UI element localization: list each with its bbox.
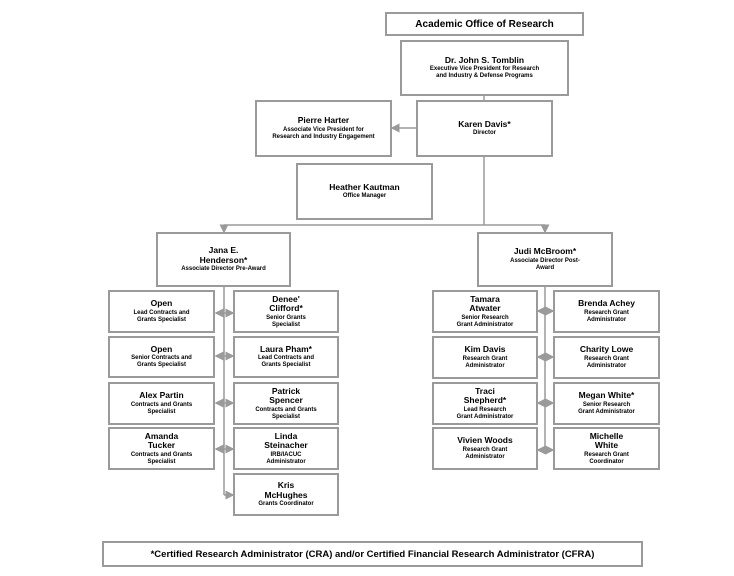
person-title: Director	[472, 130, 496, 137]
box-post-award-right-3: Megan White* Senior Research Grant Admin…	[553, 382, 660, 425]
box-pre-award-left-3: Alex Partin Contracts and Grants Special…	[108, 382, 215, 425]
header-title: Academic Office of Research	[415, 18, 554, 30]
person-title: Lead Research Grant Administrator	[456, 406, 514, 420]
person-name: Charity Lowe	[579, 344, 634, 355]
person-name: Amanda Tucker	[144, 430, 179, 450]
person-title: IRB/IACUC Administrator	[266, 451, 306, 465]
footnote-text: *Certified Research Administrator (CRA) …	[150, 548, 595, 560]
box-mcbroom: Judi McBroom* Associate Director Post-Aw…	[477, 232, 613, 287]
box-harter: Pierre Harter Associate Vice President f…	[255, 100, 392, 157]
person-name: Judi McBroom*	[513, 246, 577, 257]
person-title: Contracts and Grants Specialist	[130, 451, 193, 465]
person-name: Michelle White	[589, 430, 624, 450]
person-name: Megan White*	[578, 390, 635, 401]
person-name: Linda Steinacher	[264, 430, 308, 450]
person-name: Dr. John S. Tomblin	[444, 54, 525, 65]
box-post-award-right-4: Michelle White Research Grant Coordinato…	[553, 427, 660, 470]
person-title: Grants Coordinator	[258, 501, 314, 507]
box-pre-award-right-5: Kris McHughes Grants Coordinator	[233, 473, 339, 516]
org-chart-header: Academic Office of Research	[385, 12, 584, 36]
box-davis: Karen Davis* Director	[416, 100, 553, 157]
person-title: Contracts and Grants Specialist	[255, 406, 317, 420]
person-title: Contracts and Grants Specialist	[130, 401, 193, 415]
box-pre-award-right-3: Patrick Spencer Contracts and Grants Spe…	[233, 382, 339, 425]
person-title: Senior Research Grant Administrator	[456, 314, 514, 328]
person-title: Lead Contracts and Grants Specialist	[257, 355, 314, 369]
person-title: Research Grant Coordinator	[584, 451, 629, 465]
box-post-award-right-2: Charity Lowe Research Grant Administrato…	[553, 336, 660, 379]
person-title: Senior Research Grant Administrator	[578, 401, 635, 415]
person-name: Vivien Woods	[457, 435, 513, 446]
person-title: Senior Grants Specialist	[266, 314, 306, 328]
box-pre-award-right-4: Linda Steinacher IRB/IACUC Administrator	[233, 427, 339, 470]
person-name: Karen Davis*	[458, 118, 511, 129]
box-tomblin: Dr. John S. Tomblin Executive Vice Presi…	[400, 40, 569, 96]
box-henderson: Jana E. Henderson* Associate Director Pr…	[156, 232, 291, 287]
person-title: Associate Vice President for Research an…	[272, 126, 375, 140]
person-name: Denee' Clifford*	[269, 293, 303, 313]
footnote-box: *Certified Research Administrator (CRA) …	[102, 541, 643, 567]
person-name: Kris McHughes	[264, 480, 308, 500]
box-pre-award-right-1: Denee' Clifford* Senior Grants Specialis…	[233, 290, 339, 333]
person-name: Kim Davis	[464, 344, 506, 355]
person-title: Executive Vice President for Research an…	[429, 66, 540, 80]
person-name: Alex Partin	[139, 390, 184, 401]
box-pre-award-left-1: Open Lead Contracts and Grants Specialis…	[108, 290, 215, 333]
person-name: Laura Pham*	[260, 343, 312, 354]
box-pre-award-left-2: Open Senior Contracts and Grants Special…	[108, 336, 215, 378]
person-name: Patrick Spencer	[269, 385, 303, 405]
person-title: Research Grant Administrator	[584, 309, 629, 323]
box-pre-award-left-4: Amanda Tucker Contracts and Grants Speci…	[108, 427, 215, 470]
person-name: Jana E. Henderson*	[199, 245, 248, 265]
person-name: Pierre Harter	[297, 115, 350, 126]
box-post-award-left-4: Vivien Woods Research Grant Administrato…	[432, 427, 538, 470]
person-title: Associate Director Post-Award	[510, 257, 580, 271]
person-name: Open	[150, 343, 173, 354]
person-name: Tamara Atwater	[469, 293, 501, 313]
person-name: Brenda Achey	[578, 298, 635, 309]
box-post-award-left-1: Tamara Atwater Senior Research Grant Adm…	[432, 290, 538, 333]
person-title: Research Grant Administrator	[462, 446, 508, 460]
person-name: Heather Kautman	[329, 181, 400, 192]
person-title: Research Grant Administrator	[462, 355, 508, 369]
person-title: Associate Director Pre-Award	[181, 266, 266, 272]
box-kautman: Heather Kautman Office Manager	[296, 163, 433, 220]
box-pre-award-right-2: Laura Pham* Lead Contracts and Grants Sp…	[233, 336, 339, 378]
person-title: Office Manager	[342, 193, 387, 200]
box-post-award-left-2: Kim Davis Research Grant Administrator	[432, 336, 538, 379]
box-post-award-left-3: Traci Shepherd* Lead Research Grant Admi…	[432, 382, 538, 425]
person-name: Traci Shepherd*	[463, 385, 507, 405]
person-title: Lead Contracts and Grants Specialist	[133, 309, 190, 323]
person-name: Open	[150, 298, 173, 309]
box-post-award-right-1: Brenda Achey Research Grant Administrato…	[553, 290, 660, 333]
person-title: Senior Contracts and Grants Specialist	[131, 355, 192, 369]
person-title: Research Grant Administrator	[584, 355, 629, 369]
